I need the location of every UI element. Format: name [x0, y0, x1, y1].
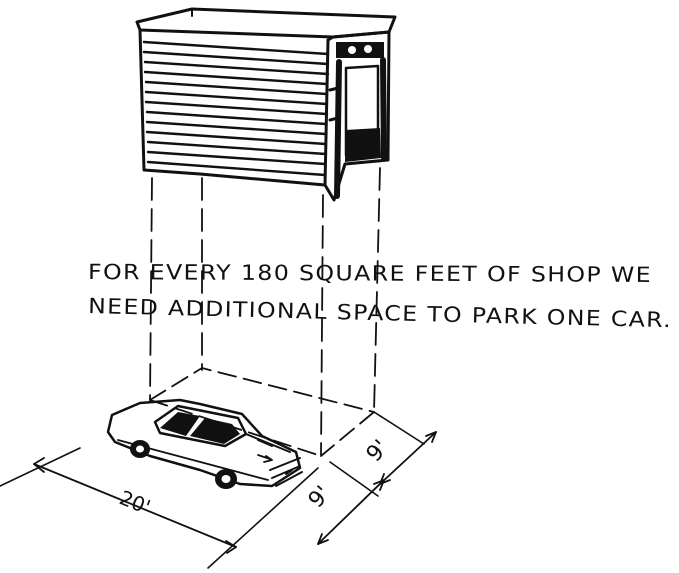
- parking-footprint: [149, 367, 375, 457]
- projection-lines: [149, 167, 381, 456]
- width-side-label: 9': [362, 435, 394, 467]
- shop-building-icon: [135, 7, 397, 202]
- dimension-width-front: [317, 461, 385, 545]
- car-icon: [106, 398, 303, 489]
- dimension-width-side: [373, 411, 437, 485]
- dimension-length-20: [0, 447, 319, 569]
- caption-line-1: FOR EVERY 180 SQUARE FEET OF SHOP WE: [88, 260, 652, 287]
- length-label: 20': [116, 485, 154, 519]
- caption-line-2: NEED ADDITIONAL SPACE TO PARK ONE CAR.: [88, 294, 672, 332]
- width-front-label: 9': [304, 481, 336, 513]
